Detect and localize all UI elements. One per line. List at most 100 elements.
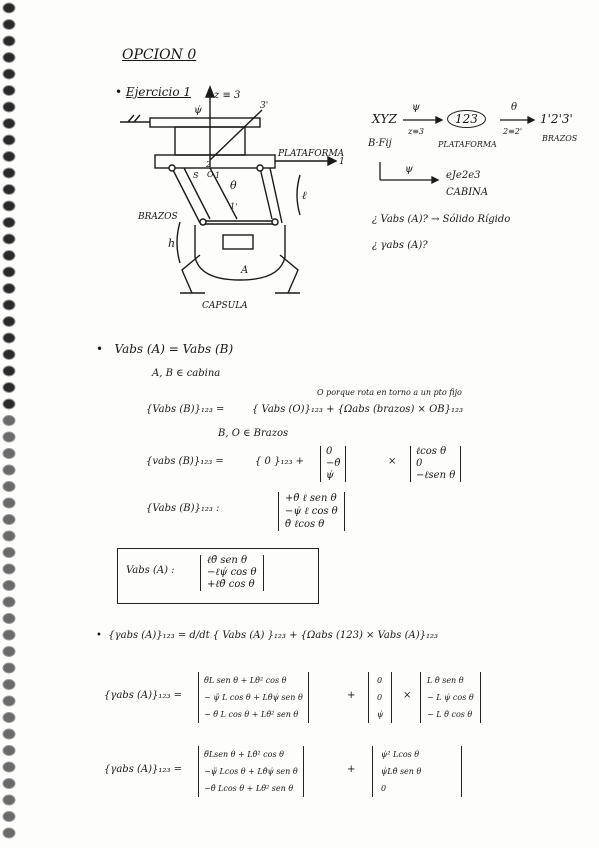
plataforma-label: PLATAFORMA [277,149,345,159]
equation-7-text: {γabs (A)}₁₂₃ = d/dt { Vabs (A) }₁₂₃ + {… [108,630,438,641]
binding-ring [2,299,16,311]
frame-ejes: eJe2e3 [446,170,481,181]
matrix-4: θ̈Lsen θ + Lθ̇² cos θ −ψ̈ Lcos θ + Lθ̇ψ̇… [198,746,304,797]
vector-ob: ℓcos θ 0 −ℓsen θ [410,446,462,482]
binding-ring [2,662,16,674]
matrix-5-row-3: 0 [381,784,387,793]
vector-ob-2: 0 [416,458,423,469]
matrix-4-row-3: −θ̈ Lcos θ + Lθ̇² sen θ [204,784,294,793]
matrix-1-row-1: θ̈L sen θ + Lθ̇² cos θ [204,676,287,685]
note-fixed-point: O porque rota en torno a un pto fijo [317,388,462,397]
l-label: ℓ [302,189,307,202]
equation-3-rhs: { Vabs (O)}₁₂₃ + {Ωabs (brazos) × OB}₁₂₃ [252,404,464,415]
boxed-vector-3: +ℓθ̇ cos θ [207,579,255,590]
frame-bfij: B·Fij [368,138,392,149]
brazos-label: BRAZOS [137,212,178,222]
binding-ring [2,728,16,740]
vector-vb-1: +θ̇ ℓ sen θ [285,493,337,504]
axis-3p-label: 3' [260,101,268,111]
boxed-result [117,548,319,604]
binding-ring [2,349,16,360]
binding-ring [2,629,16,641]
equation-9-lhs: {γabs (A)}₁₂₃ = [104,764,182,775]
frame-cabina: CABINA [446,187,489,198]
binding-ring [2,778,16,789]
binding-ring [2,646,16,657]
matrix-5-row-1: ψ̇² Lcos θ [381,750,420,759]
equation-2: A, B ∈ cabina [152,368,221,379]
binding-ring [2,101,16,113]
binding-ring [2,151,16,162]
matrix-4-row-2: −ψ̈ Lcos θ + Lθ̇ψ̇ sen θ [204,767,298,776]
matrix-3-row-2: − L ψ̇ cos θ [427,693,474,702]
psi-dot-label: ψ̇ [194,105,202,116]
theta-label: θ [230,179,237,192]
h-label: h [168,237,175,250]
binding-ring [2,52,16,63]
binding-ring [2,19,16,30]
equation-6-lhs: {Vabs (B)}₁₂₃ : [146,503,220,514]
vector-omega-2: −θ̇ [326,458,341,469]
binding-ring [2,85,16,96]
equation-7: • {γabs (A)}₁₂₃ = d/dt { Vabs (A) }₁₂₃ +… [96,630,438,641]
binding-ring [2,415,16,426]
vector-ob-1: ℓcos θ [416,446,447,457]
matrix-5: ψ̇² Lcos θ ψ̇Lθ̇ sen θ 0 [372,746,463,797]
binding-ring [2,200,16,212]
plus-symbol-1: + [347,690,356,701]
vector-vb-2: −ψ̇ ℓ cos θ [285,506,338,517]
binding-ring [2,547,16,558]
frame-z3: z≡3 [408,127,425,136]
exercise-label: Ejercicio 1 [125,85,192,99]
matrix-4-row-1: θ̈Lsen θ + Lθ̇² cos θ [204,750,284,759]
equation-4: B, O ∈ Brazos [218,428,289,439]
binding-ring [2,266,16,278]
a-label: A [240,265,248,276]
frame-brazos: BRAZOS [542,134,578,143]
binding-ring [2,794,16,806]
spiral-binding [2,2,16,839]
binding-ring [2,811,16,822]
matrix-1-row-3: − θ̈ L cos θ + Lθ̇² sen θ [204,710,299,719]
axis-1-label: 1 [339,157,345,167]
question-acceleration: ¿ γabs (A)? [372,240,428,251]
vector-ob-3: −ℓsen θ [416,470,456,481]
binding-ring [2,613,16,624]
binding-ring [2,118,16,129]
cross-symbol: × [388,456,397,467]
boxed-vector: ℓθ̇ sen θ −ℓψ̇ cos θ +ℓθ̇ cos θ [200,555,264,591]
matrix-2-row-1: 0 [377,676,383,685]
o-label: O [207,170,214,179]
binding-ring [2,332,16,344]
binding-ring [2,761,16,773]
plus-symbol-2: + [347,764,356,775]
boxed-vector-2: −ℓψ̇ cos θ [207,567,257,578]
binding-ring [2,316,16,327]
matrix-2: 0 0 ψ̇ [368,672,393,723]
capsula-label: CAPSULA [202,301,248,311]
binding-ring [2,250,16,261]
binding-ring [2,695,16,707]
binding-ring [2,580,16,591]
matrix-1-row-2: − ψ̈ L cos θ + Lθ̇ψ̇ sen θ [204,693,303,702]
binding-ring [2,514,16,525]
binding-ring [2,745,16,756]
matrix-1: θ̈L sen θ + Lθ̇² cos θ − ψ̈ L cos θ + Lθ… [198,672,309,723]
equation-1-text: Vabs (A) = Vabs (B) [114,342,234,356]
z-axis-label: z ≡ 3 [213,90,240,101]
equation-8-lhs: {γabs (A)}₁₂₃ = [104,690,182,701]
cross-symbol-2: × [403,690,412,701]
frame-psi: ψ [412,102,420,113]
frame-plataforma: PLATAFORMA [438,140,497,149]
matrix-2-row-3: ψ̇ [377,710,384,719]
binding-ring [2,398,16,410]
frame-123-circled: 123 [447,110,486,128]
binding-ring [2,217,16,228]
binding-ring [2,365,16,377]
page-title: OPCION 0 [122,47,197,63]
question-velocity: ¿ Vabs (A)? → Sólido Rígido [372,214,511,225]
frame-theta: θ [511,102,518,113]
binding-ring [2,497,16,509]
frame-z2: 2≡2' [503,127,523,136]
